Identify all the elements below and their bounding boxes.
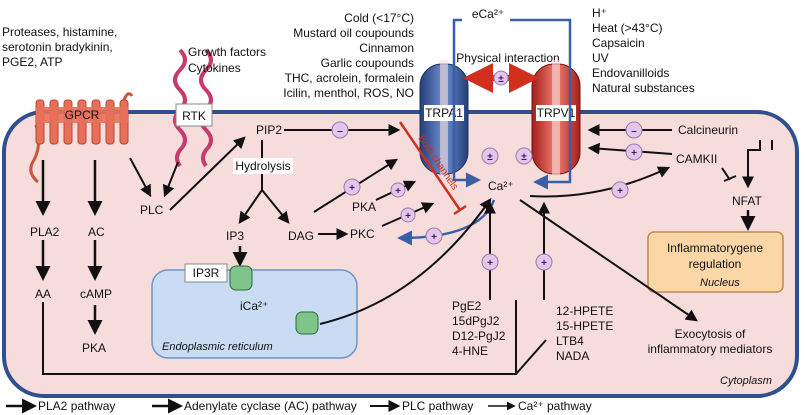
lipid2-2: 15-HPETE xyxy=(556,319,613,333)
arrow-ip3 xyxy=(238,189,263,224)
trpa1-ca-influx xyxy=(452,18,481,188)
nfat-label: NFAT xyxy=(732,194,762,208)
hydrolysis-label: Hydrolysis xyxy=(235,159,290,173)
arrow-ica-ca xyxy=(319,198,492,325)
legend-pla2: PLA2 pathway xyxy=(38,399,115,413)
calcineurin-label: Calcineurin xyxy=(678,123,738,137)
svg-text:+: + xyxy=(487,258,493,269)
exocytosis-2: inflammatory mediators xyxy=(648,342,773,356)
gpcr-ligands-2: serotonin bradykinin, xyxy=(2,40,113,54)
ica-label: iCa²⁺ xyxy=(240,299,268,313)
arrow-calcineurin-nfat xyxy=(742,140,761,189)
plc-label: PLC xyxy=(140,203,164,217)
svg-text:+: + xyxy=(405,211,411,222)
trpa1-agonist-2: Mustard oil coupounds xyxy=(293,26,414,40)
gpcr-receptor xyxy=(29,92,134,184)
lipid1-1: PgE2 xyxy=(452,299,482,313)
legend: PLA2 pathway Adenylate cyclase (AC) path… xyxy=(6,398,592,414)
arrow-aa-lipids xyxy=(42,300,517,375)
ca-center-label: Ca²⁺ xyxy=(488,179,514,193)
arrow-dag xyxy=(261,189,290,224)
interaction-badge xyxy=(493,70,509,86)
trpv1-agonist-6: Natural substances xyxy=(592,81,695,95)
ac-label: AC xyxy=(88,225,105,239)
legend-plc: PLC pathway xyxy=(402,399,473,413)
svg-text:+: + xyxy=(541,258,547,269)
pla2-label: PLA2 xyxy=(30,225,60,239)
cytoplasm-label: Cytoplasm xyxy=(720,375,772,387)
arrow-ca-exocytosis xyxy=(519,199,698,322)
svg-text:–: – xyxy=(337,126,343,137)
lipid2-1: 12-HPETE xyxy=(556,304,613,318)
trpv1-agonist-5: Endovanilloids xyxy=(592,66,669,80)
hydrolysis-box xyxy=(233,158,293,174)
interaction-badge-sign: ± xyxy=(498,74,504,85)
trpv1-ca-influx xyxy=(510,18,572,190)
svg-text:+: + xyxy=(631,148,637,159)
lipid2-3: LTB4 xyxy=(556,334,584,348)
aa-label: AA xyxy=(35,287,51,301)
trpa1-agonist-4: Garlic coupounds xyxy=(321,56,414,70)
svg-text:+: + xyxy=(349,183,355,194)
nucleus-title-2: regulation xyxy=(689,257,742,271)
svg-text:+: + xyxy=(431,232,437,243)
arrow-gpcr-plc xyxy=(129,157,152,198)
ip3-label: IP3 xyxy=(226,229,244,243)
exocytosis-1: Exocytosis of xyxy=(675,327,746,341)
trpa1-label: TRPA1 xyxy=(425,106,463,120)
pkc-label: PKC xyxy=(350,227,375,241)
svg-text:±: ± xyxy=(521,152,527,163)
eca-label: eCa²⁺ xyxy=(472,7,504,21)
rtk-label: RTK xyxy=(182,109,206,123)
rtk-ligands-2: Cytokines xyxy=(188,61,241,75)
nucleus-title-1: Inflammatorygene xyxy=(667,241,763,255)
trpa1-agonist-3: Cinnamon xyxy=(359,41,414,55)
camkii-label: CAMKII xyxy=(676,152,717,166)
er-label: Endoplasmic reticulum xyxy=(162,341,273,353)
ip3r-label: IP3R xyxy=(193,266,220,280)
legend-ca: Ca²⁺ pathway xyxy=(518,399,592,413)
trpv1-agonist-1: H⁺ xyxy=(592,6,607,20)
pka-mid-label: PKA xyxy=(352,200,376,214)
both-channels-inhibitor xyxy=(398,121,462,211)
ip3r-channel xyxy=(229,265,253,291)
trpv1-agonist-3: Capsaicin xyxy=(592,36,645,50)
pka-left-label: PKA xyxy=(82,341,106,355)
nucleus-label: Nucleus xyxy=(700,277,740,289)
gpcr-ligands-1: Proteases, histamine, xyxy=(2,25,117,39)
lipid1-4: 4-HNE xyxy=(452,344,488,358)
svg-text:±: ± xyxy=(487,152,493,163)
arrow-rtk-plc xyxy=(162,161,179,198)
rtk-receptor xyxy=(173,48,213,168)
rtk-ligands-1: Growth factors xyxy=(188,45,266,59)
trpv1-label: TRPV1 xyxy=(537,106,576,120)
svg-text:+: + xyxy=(617,186,623,197)
trpv1-label-box xyxy=(536,105,576,121)
nucleus xyxy=(647,231,784,293)
dag-label: DAG xyxy=(288,229,314,243)
trpa1-agonist-1: Cold (<17°C) xyxy=(344,11,414,25)
er-membrane-channel xyxy=(295,311,319,335)
lipid2-4: NADA xyxy=(556,349,589,363)
trpv1-agonist-4: UV xyxy=(592,51,609,65)
arrow-ca-camkii xyxy=(529,166,671,198)
physical-interaction-label: Physical interaction xyxy=(456,51,559,65)
lipid1-2: 15dPgJ2 xyxy=(452,314,500,328)
pip2-label: PIP2 xyxy=(256,123,282,137)
camp-label: cAMP xyxy=(80,287,112,301)
gpcr-ligands-3: PGE2, ATP xyxy=(2,55,62,69)
trpv1-agonist-2: Heat (>43°C) xyxy=(592,21,663,35)
svg-text:–: – xyxy=(631,126,637,137)
trpa1-agonist-5: THC, acrolein, formalein xyxy=(285,71,414,85)
svg-text:+: + xyxy=(395,186,401,197)
lipid1-3: D12-PgJ2 xyxy=(452,329,506,343)
trpa1-agonist-6: Icilin, menthol, ROS, NO xyxy=(283,86,414,100)
endoplasmic-reticulum xyxy=(151,269,358,359)
legend-ac: Adenylate cyclase (AC) pathway xyxy=(184,399,357,413)
arrow-plc-pip2 xyxy=(169,136,246,211)
gpcr-label: GPCR xyxy=(65,108,100,122)
